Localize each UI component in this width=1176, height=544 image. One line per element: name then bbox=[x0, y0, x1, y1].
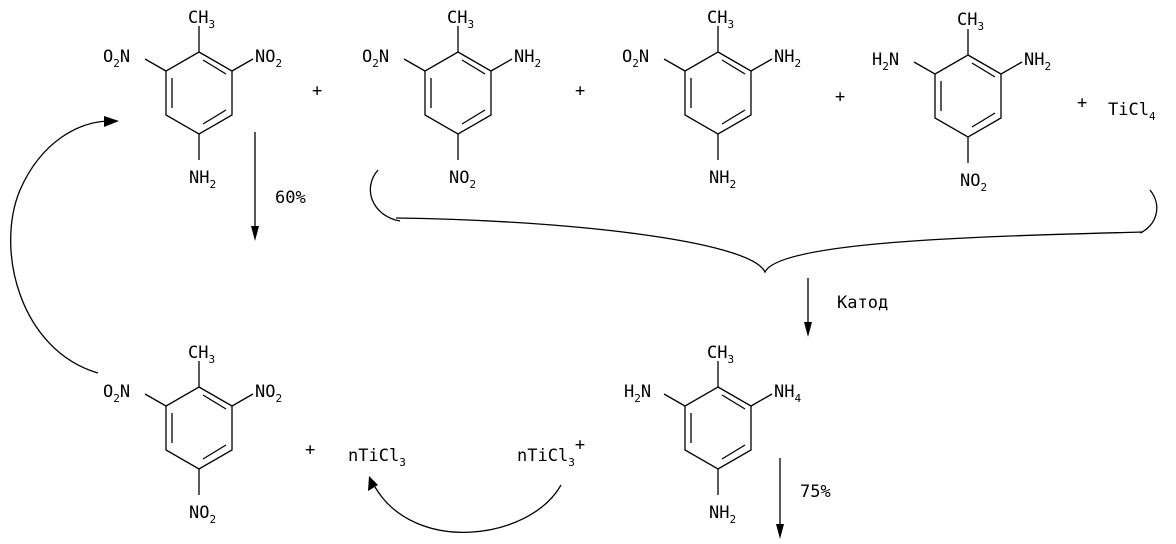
arrowhead bbox=[251, 226, 259, 241]
no2-label: NO2 bbox=[255, 382, 282, 405]
nh4-label: NH4 bbox=[774, 382, 801, 405]
molecule-top-3: CH3 O2N NH2 NH2 bbox=[622, 8, 801, 191]
plus-sign: + bbox=[1077, 93, 1087, 113]
plus-sign: + bbox=[575, 81, 585, 101]
o2n-label: O2N bbox=[622, 47, 649, 70]
molecule-bottom-right: CH3 H2N NH4 NH2 bbox=[624, 343, 801, 526]
yield-60-label: 60% bbox=[275, 188, 306, 208]
ch3-label: CH3 bbox=[707, 8, 734, 31]
arrowhead bbox=[104, 116, 119, 127]
plus-sign: + bbox=[312, 81, 322, 101]
arrowhead bbox=[804, 322, 812, 337]
no2-label: NO2 bbox=[189, 503, 216, 526]
ch3-label: CH3 bbox=[447, 8, 474, 31]
brace-right-hook bbox=[1140, 190, 1157, 233]
molecule-top-2: CH3 O2N NH2 NO2 bbox=[362, 8, 541, 191]
h2n-label: H2N bbox=[624, 382, 651, 405]
benzene-ring bbox=[166, 52, 232, 134]
h2n-label: H2N bbox=[872, 50, 899, 73]
plus-sign: + bbox=[835, 87, 845, 107]
yield-75-label: 75% bbox=[800, 482, 831, 502]
nh2-label: NH2 bbox=[514, 47, 541, 70]
no2-label: NO2 bbox=[960, 171, 987, 194]
recycle-arrow bbox=[11, 121, 108, 373]
ticl3-cation-label: nTiCl3+ bbox=[517, 435, 585, 469]
no2-label: NO2 bbox=[449, 168, 476, 191]
plus-sign: + bbox=[305, 440, 315, 460]
nh2-label: NH2 bbox=[189, 168, 216, 191]
nh2-label: NH2 bbox=[774, 47, 801, 70]
no2-label: NO2 bbox=[255, 47, 282, 70]
o2n-label: O2N bbox=[362, 47, 389, 70]
benzene-ring bbox=[166, 387, 232, 469]
o2n-label: O2N bbox=[103, 47, 130, 70]
ch3-label: CH3 bbox=[188, 343, 215, 366]
nh2-label: NH2 bbox=[709, 503, 736, 526]
nh2-label: NH2 bbox=[1024, 50, 1051, 73]
molecule-top-4: CH3 H2N NH2 NO2 bbox=[872, 10, 1051, 194]
benzene-ring bbox=[685, 52, 751, 134]
nh2-label: NH2 bbox=[709, 168, 736, 191]
ticl4-label: TiCl4 bbox=[1108, 100, 1156, 123]
brace-left-hook bbox=[370, 170, 400, 221]
o2n-label: O2N bbox=[103, 382, 130, 405]
benzene-ring bbox=[425, 52, 491, 134]
ch3-label: CH3 bbox=[957, 10, 984, 33]
grouping-brace bbox=[396, 218, 1143, 272]
arrowhead bbox=[776, 524, 784, 539]
benzene-ring bbox=[935, 55, 1001, 137]
ticl3-label: nTiCl3 bbox=[348, 446, 406, 469]
ch3-label: CH3 bbox=[188, 8, 215, 31]
benzene-ring bbox=[685, 387, 751, 469]
regeneration-arrow bbox=[375, 485, 561, 532]
cathode-label: Катод bbox=[837, 293, 888, 313]
ch3-label: CH3 bbox=[707, 343, 734, 366]
molecule-bottom-left: CH3 O2N NO2 NO2 bbox=[103, 343, 282, 526]
